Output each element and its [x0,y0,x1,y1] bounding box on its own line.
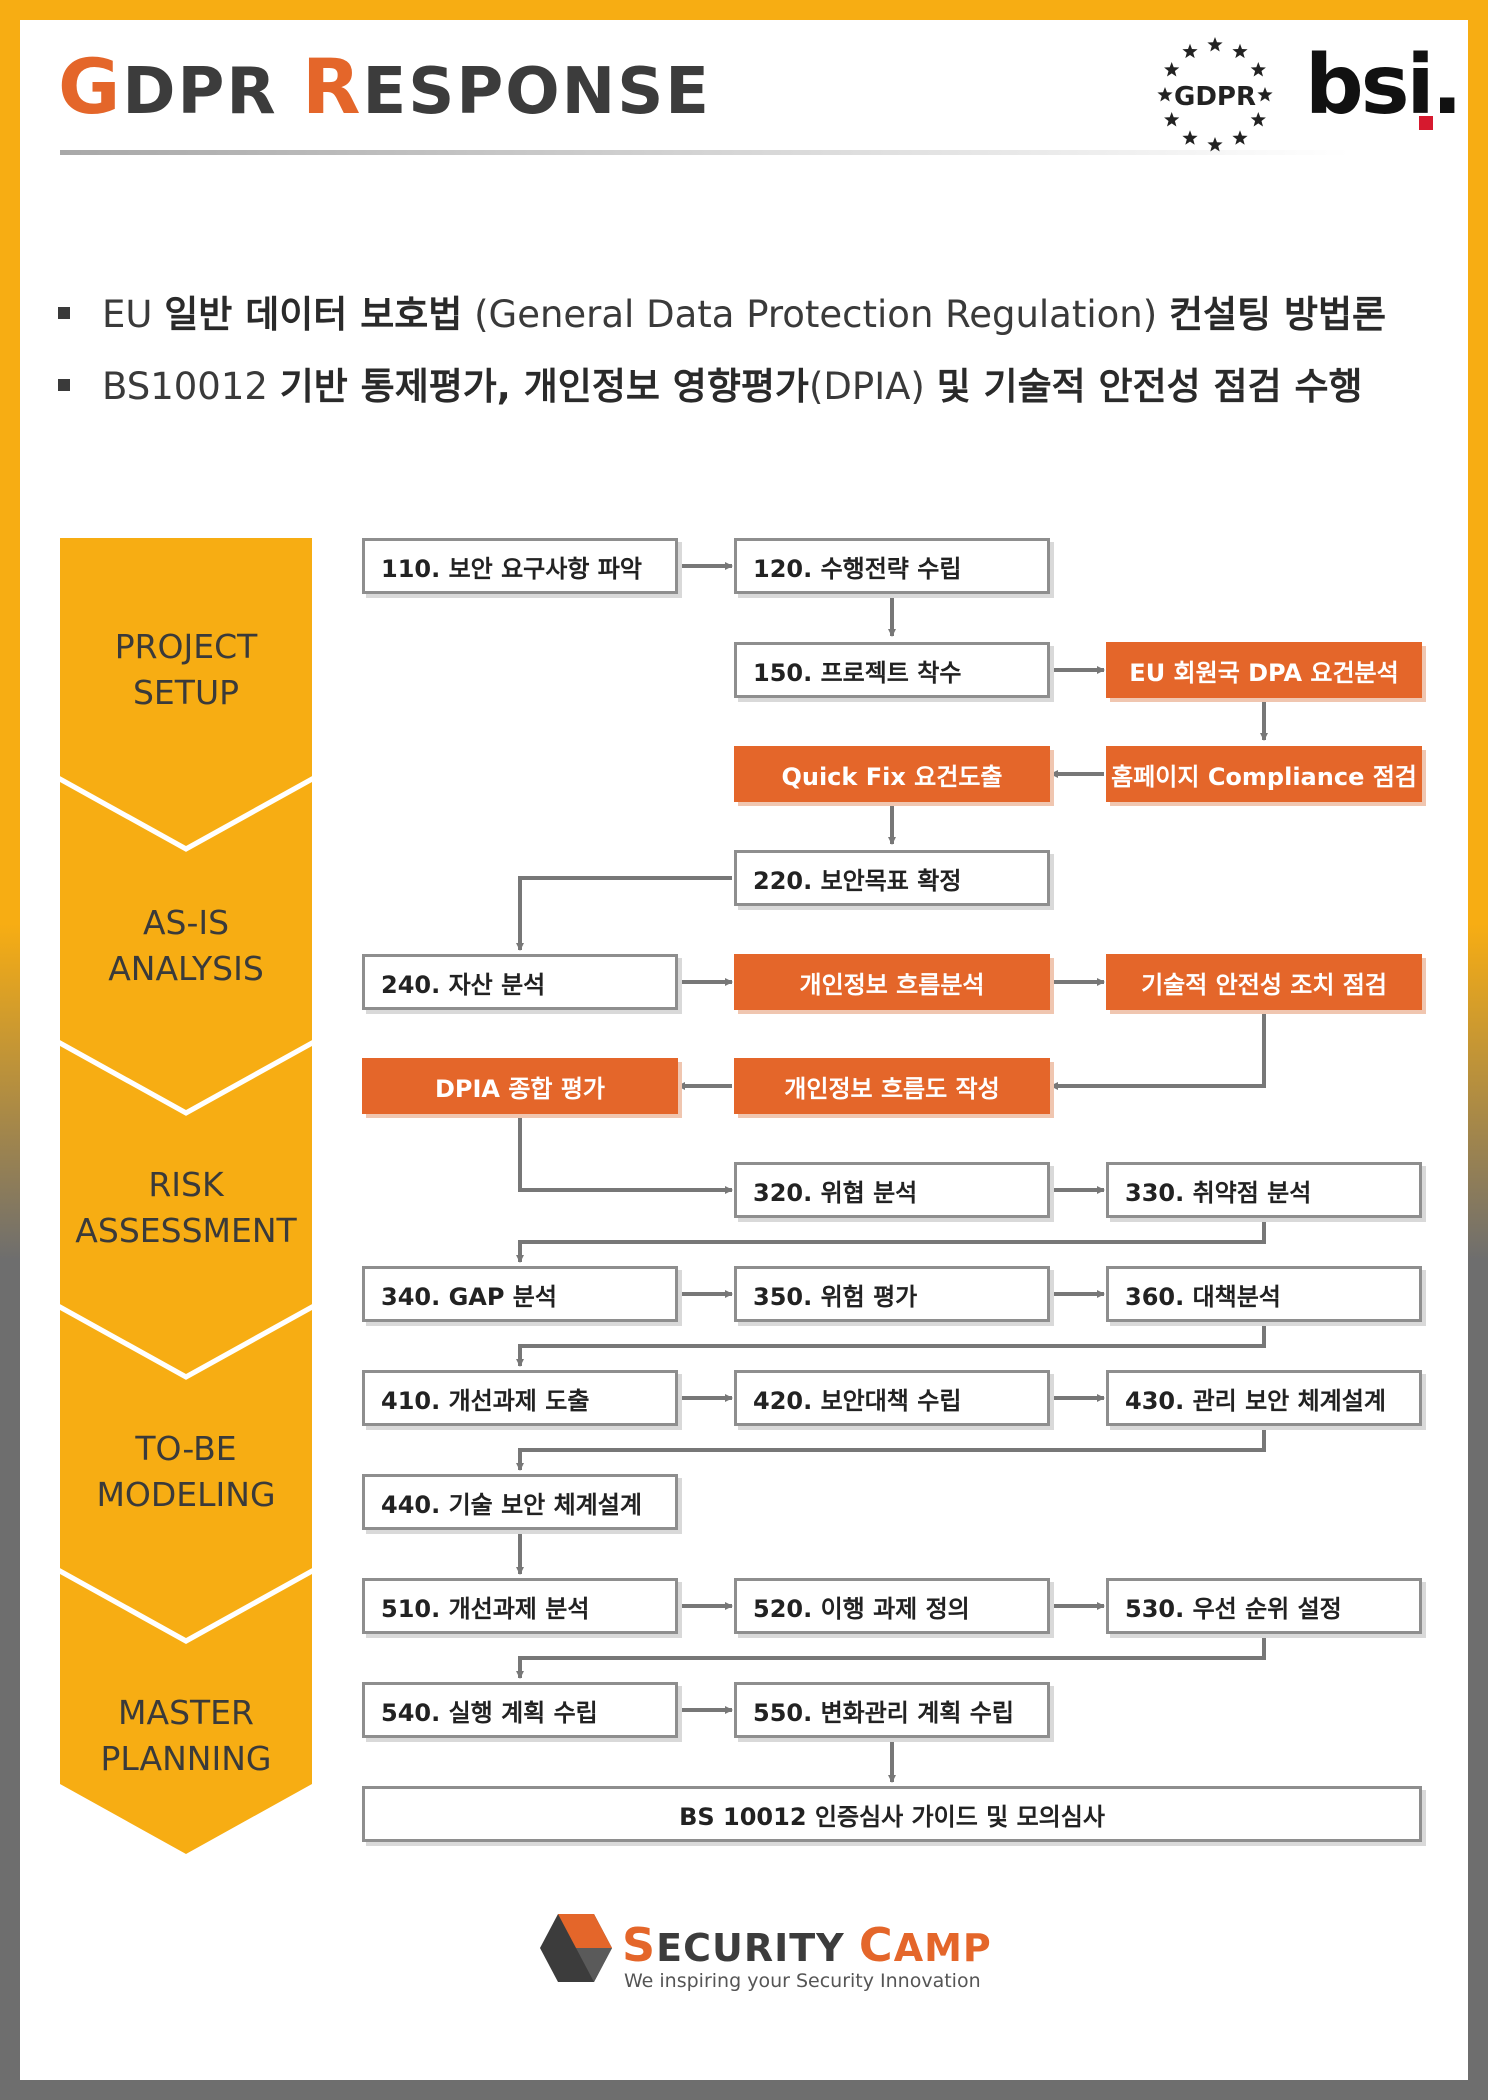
gdpr-star-icon [1164,62,1180,77]
arrow-360-410 [516,1322,1266,1367]
step-540: 540. 실행 계획 수립 [362,1682,678,1738]
gdpr-star-icon [1157,87,1173,102]
step-430: 430. 관리 보안 체계설계 [1106,1370,1422,1426]
gdpr-badge-text: GDPR [1174,82,1256,112]
gdpr-star-icon [1232,130,1248,145]
bsi-dot-icon [1419,116,1433,130]
gdpr-star-icon [1250,112,1266,127]
step-350: 350. 위험 평가 [734,1266,1050,1322]
gdpr-star-icon [1182,43,1198,59]
step-510: 510. 개선과제 분석 [362,1578,678,1634]
step-240: 240. 자산 분석 [362,954,678,1010]
gdpr-star-icon [1207,37,1223,52]
step-150: 150. 프로젝트 착수 [734,642,1050,698]
gdpr-star-icon [1207,137,1223,152]
bullet-2: BS10012 기반 통제평가, 개인정보 영향평가(DPIA) 및 기술적 안… [58,356,1363,410]
gdpr-star-icon [1182,130,1198,145]
bullet-square-icon [58,306,70,319]
bullet-1: EU 일반 데이터 보호법 (General Data Protection R… [58,284,1386,338]
step-320: 320. 위협 분석 [734,1162,1050,1218]
arrow-tech-chart [1050,1010,1266,1090]
step-360: 360. 대책분석 [1106,1266,1422,1322]
bullet-square-icon [58,378,70,391]
step-eu-dpa: EU 회원국 DPA 요건분석 [1106,642,1422,698]
arrow-330-340 [516,1218,1266,1263]
arrow-220-240 [516,876,732,951]
gdpr-star-icon [1232,43,1248,59]
title-rule [60,150,1350,155]
step-120: 120. 수행전략 수립 [734,538,1050,594]
step-340: 340. GAP 분석 [362,1266,678,1322]
step-520: 520. 이행 과제 정의 [734,1578,1050,1634]
bsi-logo-text: bsi. [1305,38,1463,133]
gdpr-star-icon [1257,87,1273,102]
step-110: 110. 보안 요구사항 파악 [362,538,678,594]
step-220: 220. 보안목표 확정 [734,850,1050,906]
step-tech-safety-check: 기술적 안전성 조치 점검 [1106,954,1422,1010]
step-quick-fix: Quick Fix 요건도출 [734,746,1050,802]
step-440: 440. 기술 보안 체계설계 [362,1474,678,1530]
gdpr-star-icon [1250,62,1266,77]
step-410: 410. 개선과제 도출 [362,1370,678,1426]
step-420: 420. 보안대책 수립 [734,1370,1050,1426]
footer-brand: SECURITY CAMP [622,1918,992,1972]
step-dpia: DPIA 종합 평가 [362,1058,678,1114]
arrow-530-540 [516,1634,1266,1679]
step-pi-flow-analysis: 개인정보 흐름분석 [734,954,1050,1010]
step-330: 330. 취약점 분석 [1106,1162,1422,1218]
bsi-logo: bsi. [1305,38,1463,133]
page-title: GDPR RESPONSE [58,42,712,131]
step-550: 550. 변화관리 계획 수립 [734,1682,1050,1738]
gdpr-star-icon [1164,112,1180,127]
step-pi-flow-chart: 개인정보 흐름도 작성 [734,1058,1050,1114]
arrow-dpia-320 [518,1114,733,1194]
security-camp-hexagon-icon [540,1914,612,1982]
arrow-430-440 [516,1426,1266,1471]
step-bs10012: BS 10012 인증심사 가이드 및 모의심사 [362,1786,1422,1842]
step-homepage-compliance: 홈페이지 Compliance 점검 [1106,746,1422,802]
step-530: 530. 우선 순위 설정 [1106,1578,1422,1634]
footer-tagline: We inspiring your Security Innovation [624,1970,981,1992]
gdpr-stars-logo: GDPR [1157,37,1273,152]
phase-chevron-project-setup [60,538,312,846]
